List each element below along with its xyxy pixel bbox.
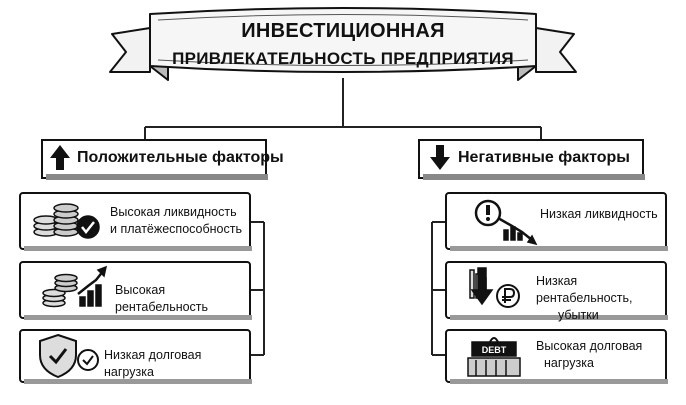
coins-growth-chart-icon [42, 265, 108, 308]
warning-declining-chart-icon [474, 199, 538, 246]
banner-title-line2: ПРИВЛЕКАТЕЛЬНОСТЬ ПРЕДПРИЯТИЯ [172, 49, 514, 68]
coins-check-icon [33, 203, 100, 239]
arrow-up-icon [50, 145, 70, 170]
negative-header-box [418, 139, 645, 180]
positive-item-2: Высокая рентабельность [115, 282, 247, 316]
positive-item-3: Низкая долговая нагрузка [104, 347, 248, 381]
negative-card-1 [445, 192, 668, 251]
shield-check-icon [39, 333, 99, 379]
down-arrow-ruble-icon [469, 267, 520, 308]
positive-header-box [41, 139, 268, 180]
tree-connectors [144, 78, 542, 356]
arrow-down-icon [430, 145, 450, 170]
positive-item-1-line1: Высокая ликвидность [110, 205, 237, 219]
positive-item-3-line1: Низкая долговая нагрузка [104, 348, 202, 379]
negative-item-2: Низкая рентабельность, убытки [536, 273, 664, 324]
banner-title-line1: ИНВЕСТИЦИОННАЯ [241, 20, 445, 42]
positive-card-2 [19, 261, 252, 320]
negative-item-1-line1: Низкая ликвидность [540, 207, 658, 221]
positive-card-1 [19, 192, 252, 251]
negative-item-3: Высокая долговая нагрузка [536, 338, 664, 372]
negative-item-2-line2: убытки [558, 308, 599, 322]
positive-item-2-line1: Высокая рентабельность [115, 283, 209, 314]
negative-item-2-line1: Низкая рентабельность, [536, 274, 633, 305]
positive-item-1-line2: и платёжеспособность [110, 222, 243, 236]
debt-label: DEBT [482, 345, 507, 355]
positive-factors-header: Положительные факторы [77, 149, 284, 166]
positive-item-1: Высокая ликвидность и платёжеспособность [110, 204, 246, 238]
negative-card-3: DEBT [445, 329, 668, 384]
positive-card-3 [19, 329, 252, 384]
negative-item-3-line1: Высокая долговая [536, 339, 643, 353]
negative-factors-header: Негативные факторы [458, 149, 630, 166]
title-banner [109, 7, 577, 81]
negative-item-3-line2: нагрузка [544, 356, 594, 370]
debt-building-icon: DEBT [467, 337, 521, 377]
negative-item-1: Низкая ликвидность [540, 206, 662, 223]
negative-card-2 [445, 261, 668, 320]
